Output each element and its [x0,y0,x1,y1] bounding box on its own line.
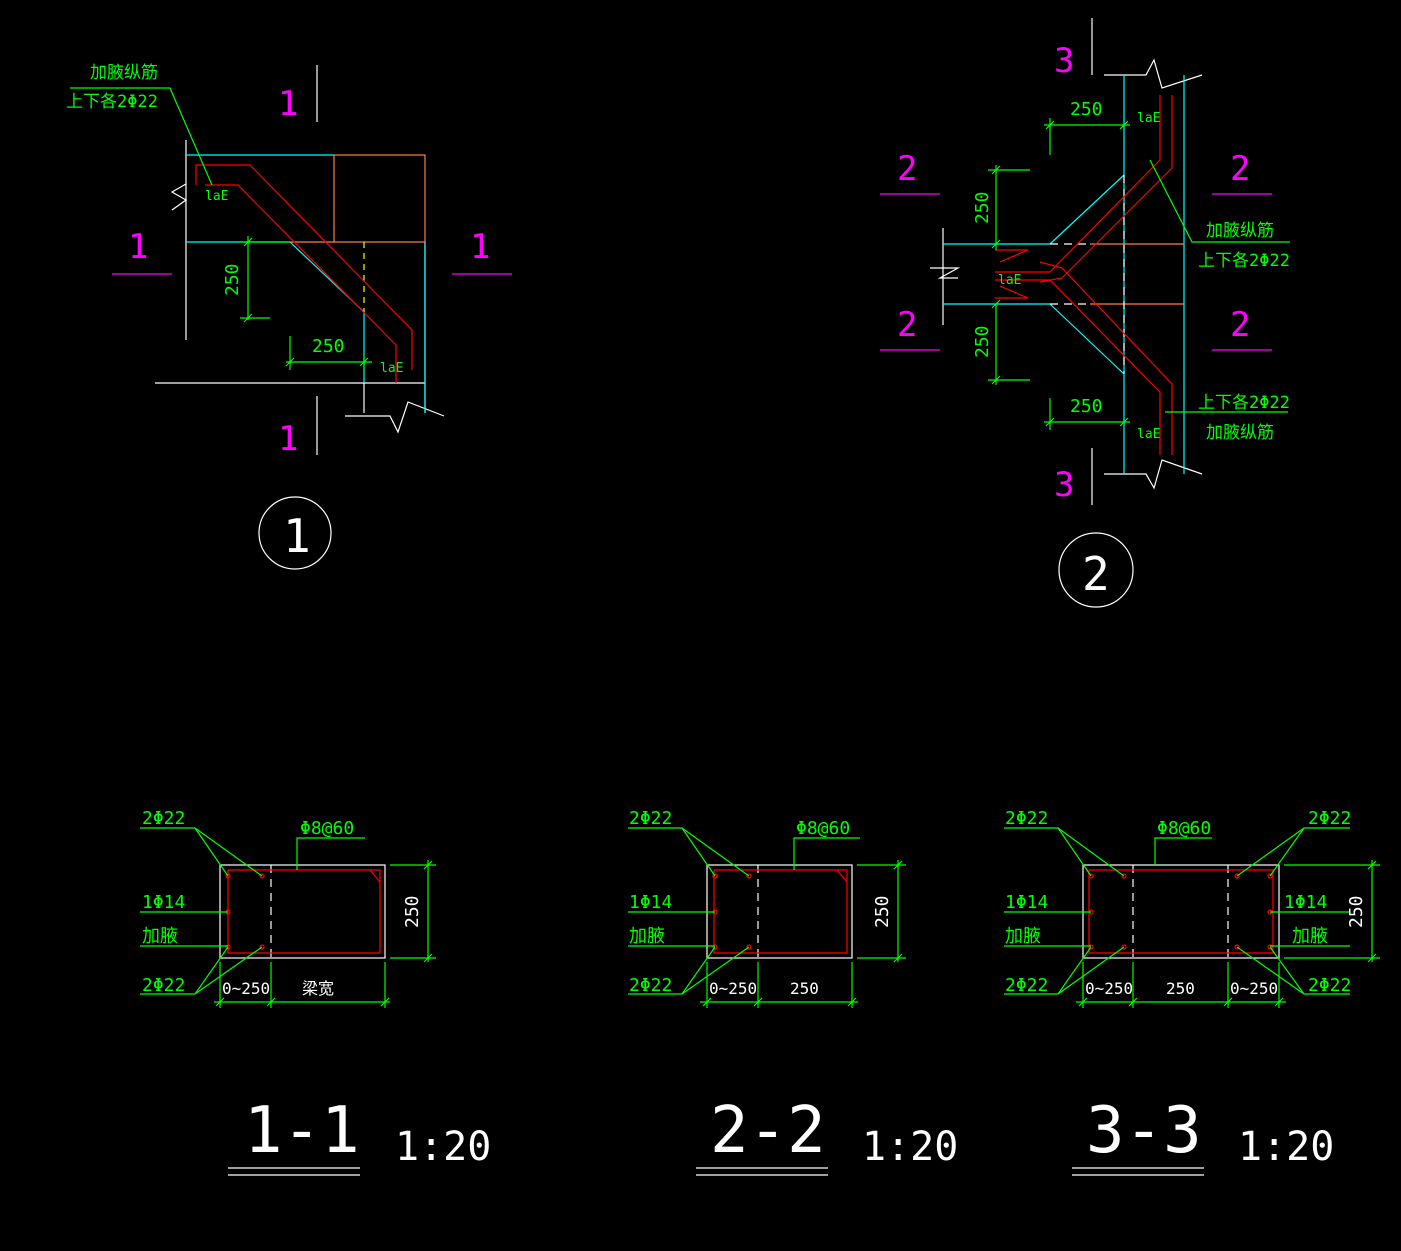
detail1-section-mark-left: 1 [128,227,148,267]
section22-haunch: 加腋 [629,926,665,947]
section22-height: 250 [872,895,893,928]
detail2-dim-left-upper: 250 [972,191,993,224]
section33-dim-haunch-left: 0~250 [1085,979,1133,998]
detail2-note-lower-line1: 上下各2Φ22 [1198,393,1290,413]
detail2-section-mark-bottom: 3 [1054,465,1074,505]
detail1-note-line1: 加腋纵筋 [90,63,158,83]
detail2-lae-top: laE [1137,111,1160,126]
section11-stirrup-label: Φ8@60 [300,818,354,839]
section33-bar [1121,873,1127,879]
section22-stirrup-label: Φ8@60 [796,818,850,839]
section11-top-bars: 2Φ22 [142,808,185,829]
section11-bar [225,944,231,950]
detail1-section-mark-top: 1 [278,84,298,124]
section22-bar [746,873,752,879]
section22-stirrup [713,869,848,954]
section33-bar [1267,944,1273,950]
detail1-haunch-rebar [195,164,413,383]
detail2-section-mark-top: 3 [1054,41,1074,81]
detail2-index-circle [1058,532,1134,608]
section22-bottom-bars: 2Φ22 [629,975,672,996]
section-1-1: 2Φ22 Φ8@60 1Φ14 加腋 2Φ22 250 0~250 梁宽 1-1… [140,808,491,1176]
section33-bar [1088,944,1094,950]
section33-haunch-right: 加腋 [1292,926,1328,947]
detail2-section-mark-right-upper: 2 [1230,149,1250,189]
section33-bar [1234,873,1240,879]
section33-bar [1121,944,1127,950]
section11-bar [259,944,265,950]
section22-bar [712,944,718,950]
section33-top-bars-right: 2Φ22 [1308,808,1351,829]
section22-scale: 1:20 [862,1124,958,1170]
detail-1: 1 1 1 1 加腋纵筋 上下各2Φ22 250 250 laE laE 1 [66,63,512,570]
section33-bar [1267,873,1273,879]
section22-dim-width: 250 [790,979,819,998]
detail2-dim-left-lower: 250 [972,325,993,358]
section33-height: 250 [1346,895,1367,928]
detail1-lae-bottom: laE [380,361,403,376]
detail2-dimensions [988,118,1290,430]
section11-dim-width: 梁宽 [302,979,334,998]
detail2-haunch-rebar [995,95,1173,455]
section11-stirrup [227,869,381,954]
section33-middle-bar-right: 1Φ14 [1284,892,1327,913]
section33-dim-width: 250 [1166,979,1195,998]
section33-title: 3-3 [1086,1094,1202,1168]
section11-bar [225,873,231,879]
section33-bottom-bars-left: 2Φ22 [1005,975,1048,996]
section33-bar [1234,944,1240,950]
section33-dim-haunch-right: 0~250 [1230,979,1278,998]
detail1-index-number: 1 [283,509,311,563]
detail1-lae-top: laE [205,189,228,204]
section33-haunch-left: 加腋 [1005,926,1041,947]
section33-middle-bar-left: 1Φ14 [1005,892,1048,913]
section33-scale: 1:20 [1238,1124,1334,1170]
detail1-section-mark-bottom: 1 [278,419,298,459]
detail2-lae-mid: laE [998,273,1021,288]
detail2-dim-bottom: 250 [1070,396,1103,417]
section11-title: 1-1 [244,1094,360,1168]
detail2-section-mark-left-lower: 2 [897,305,917,345]
section-2-2: 2Φ22 Φ8@60 1Φ14 加腋 2Φ22 250 0~250 250 2-… [628,808,958,1176]
section22-title: 2-2 [710,1094,826,1168]
section-3-3: 2Φ22 2Φ22 Φ8@60 1Φ14 1Φ14 加腋 加腋 2Φ22 2Φ2… [1004,808,1380,1176]
detail1-orange-box [290,154,426,243]
section22-dim-haunch: 0~250 [709,979,757,998]
detail2-lae-bottom: laE [1137,427,1160,442]
detail2-section-mark-right-lower: 2 [1230,305,1250,345]
detail2-orange-lines [1090,243,1184,305]
detail-2: 3 3 2 2 2 2 250 250 250 250 加腋纵筋 上下各2Φ22… [880,18,1290,608]
section22-middle-bar: 1Φ14 [629,892,672,913]
section22-top-bars: 2Φ22 [629,808,672,829]
section33-stirrup [1088,869,1274,954]
section22-bar [746,944,752,950]
detail1-section-mark-right: 1 [470,227,490,267]
detail1-dim-horizontal: 250 [312,336,345,357]
section33-stirrup-label: Φ8@60 [1157,818,1211,839]
detail2-note-lower-line2: 加腋纵筋 [1206,423,1274,443]
section33-top-bars-left: 2Φ22 [1005,808,1048,829]
detail1-dimensions [70,87,372,370]
detail2-section-lines [880,193,1272,351]
section11-bar [259,873,265,879]
section33-bottom-bars-right: 2Φ22 [1308,975,1351,996]
detail1-note-line2: 上下各2Φ22 [66,92,158,112]
detail2-center-dashes [1050,175,1125,374]
section11-dim-haunch: 0~250 [222,979,270,998]
detail2-note-upper-line1: 加腋纵筋 [1206,221,1274,241]
section11-bottom-bars: 2Φ22 [142,975,185,996]
detail2-dim-top: 250 [1070,99,1103,120]
detail1-dim-vertical: 250 [222,263,243,296]
section11-scale: 1:20 [395,1124,491,1170]
section33-bar [1088,873,1094,879]
detail1-index-circle [258,496,332,570]
detail2-section-mark-left-upper: 2 [897,149,917,189]
section11-middle-bar: 1Φ14 [142,892,185,913]
detail2-note-upper-line2: 上下各2Φ22 [1198,251,1290,271]
section11-height: 250 [402,895,423,928]
section11-haunch: 加腋 [142,926,178,947]
section22-bar [712,873,718,879]
detail2-index-number: 2 [1082,547,1110,601]
